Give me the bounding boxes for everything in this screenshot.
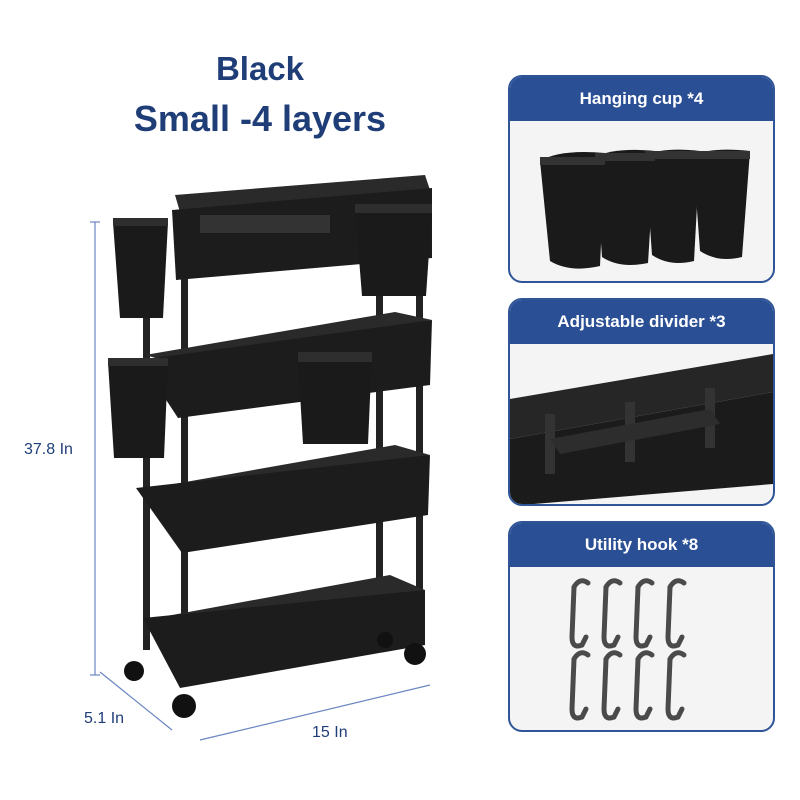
- hanging-cup-right-top: [355, 204, 432, 296]
- third-shelf: [136, 445, 430, 553]
- height-dimension-label: 37.8 In: [24, 441, 73, 458]
- hanging-cup-panel-title: Hanging cup *4: [510, 77, 773, 121]
- adjustable-divider-panel-title: Adjustable divider *3: [510, 300, 773, 344]
- product-color-title: Black: [215, 50, 305, 87]
- hanging-cup-left-middle: [108, 358, 168, 458]
- rolling-cart-image: [90, 175, 432, 741]
- width-dimension-label: 15 In: [312, 724, 348, 741]
- utility-hook-panel: Utility hook *8: [508, 521, 775, 732]
- dimension-lines: [90, 221, 431, 741]
- hanging-cup-left-top: [113, 218, 168, 318]
- hanging-cup-panel: Hanging cup *4: [508, 75, 775, 283]
- depth-dimension-label: 5.1 In: [84, 710, 125, 727]
- product-size-title: Small -4 layers: [133, 98, 387, 139]
- utility-hook-panel-title: Utility hook *8: [510, 523, 773, 567]
- hanging-cup-right-middle: [298, 352, 372, 444]
- cart-wheels: [124, 632, 426, 718]
- bottom-shelf: [143, 575, 425, 688]
- adjustable-divider-panel: Adjustable divider *3: [508, 298, 775, 506]
